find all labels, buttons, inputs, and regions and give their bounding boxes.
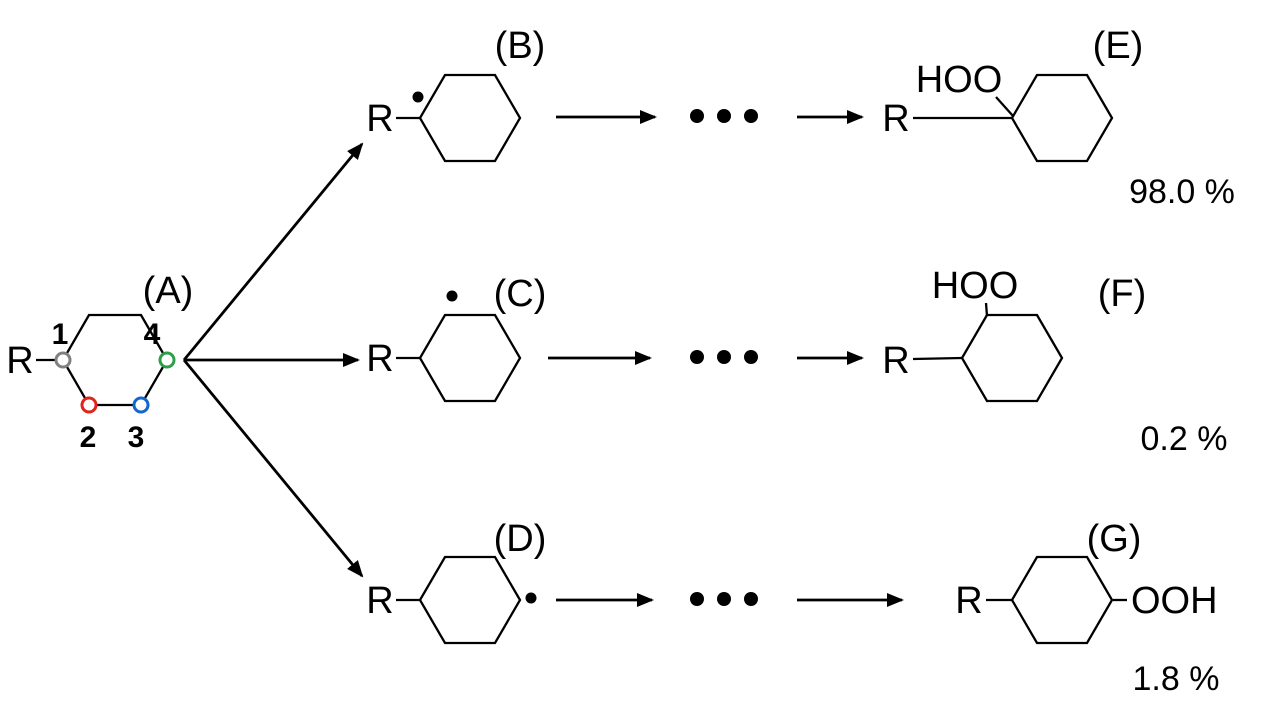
site-number-3: 3 (128, 421, 145, 454)
r-group-label: R (366, 98, 393, 140)
peroxide-bond (995, 96, 1014, 117)
ellipsis-dot (744, 592, 758, 606)
structure-label-a: (A) (143, 270, 194, 312)
site-number-1: 1 (52, 318, 69, 351)
r-group-label: R (882, 98, 909, 140)
arrow-a-to-d (182, 359, 364, 578)
yield-value: 1.8 % (1133, 660, 1220, 698)
structure-label-c: (C) (494, 273, 547, 315)
yield-value: 0.2 % (1141, 420, 1228, 458)
site-number-4: 4 (144, 318, 161, 351)
cyclohexane-ring (1010, 73, 1114, 163)
pathway-c: (C) R (366, 273, 864, 403)
structure-label-e: (E) (1093, 25, 1144, 67)
r-group-label: R (6, 340, 33, 382)
r-group-label: R (882, 340, 909, 382)
ellipsis (690, 592, 758, 606)
reactant-a: (A) R 1 2 3 4 (6, 270, 193, 454)
structure-label-b: (B) (495, 25, 546, 67)
structure-label-d: (D) (494, 518, 547, 560)
radical-dot (412, 91, 424, 103)
ellipsis-dot (717, 350, 731, 364)
peroxide-bond (984, 302, 989, 317)
r-group-label: R (366, 580, 393, 622)
ellipsis-dot (690, 109, 704, 123)
ellipsis (690, 109, 758, 123)
ellipsis-dot (717, 592, 731, 606)
branch-arrows (182, 142, 364, 578)
ellipsis-dot (690, 350, 704, 364)
product-f: (F) HOO R 0.2 % (882, 265, 1227, 458)
ellipsis-dot (744, 350, 758, 364)
peroxide-label: HOO (916, 59, 1003, 101)
site-marker-4 (158, 351, 176, 369)
site-number-2: 2 (80, 421, 97, 454)
structure-label-f: (F) (1098, 273, 1147, 315)
pathway-d: (D) R (366, 518, 904, 645)
cyclohexane-ring (418, 73, 522, 163)
r-group-label: R (955, 580, 982, 622)
radical-dot (525, 592, 537, 604)
pathway-b: (B) R (366, 25, 864, 163)
ellipsis-dot (690, 592, 704, 606)
r-group-label: R (366, 338, 393, 380)
r-bond (912, 356, 963, 361)
product-g: (G) R OOH 1.8 % (955, 518, 1219, 698)
yield-value: 98.0 % (1129, 173, 1235, 211)
ellipsis (690, 350, 758, 364)
ellipsis-dot (744, 109, 758, 123)
radical-dot (446, 290, 458, 302)
peroxide-label: HOO (932, 265, 1019, 307)
site-marker-2 (80, 396, 98, 414)
structure-label-g: (G) (1087, 518, 1142, 560)
cyclohexane-ring (418, 313, 522, 403)
site-marker-3 (132, 396, 150, 414)
ellipsis-dot (717, 109, 731, 123)
product-e: (E) HOO R 98.0 % (882, 25, 1235, 211)
cyclohexane-ring (1010, 555, 1114, 645)
site-marker-1 (54, 351, 72, 369)
cyclohexane-ring (418, 555, 522, 645)
peroxide-label: OOH (1131, 580, 1218, 622)
cyclohexane-ring (960, 313, 1064, 403)
arrow-a-to-b (182, 142, 364, 361)
